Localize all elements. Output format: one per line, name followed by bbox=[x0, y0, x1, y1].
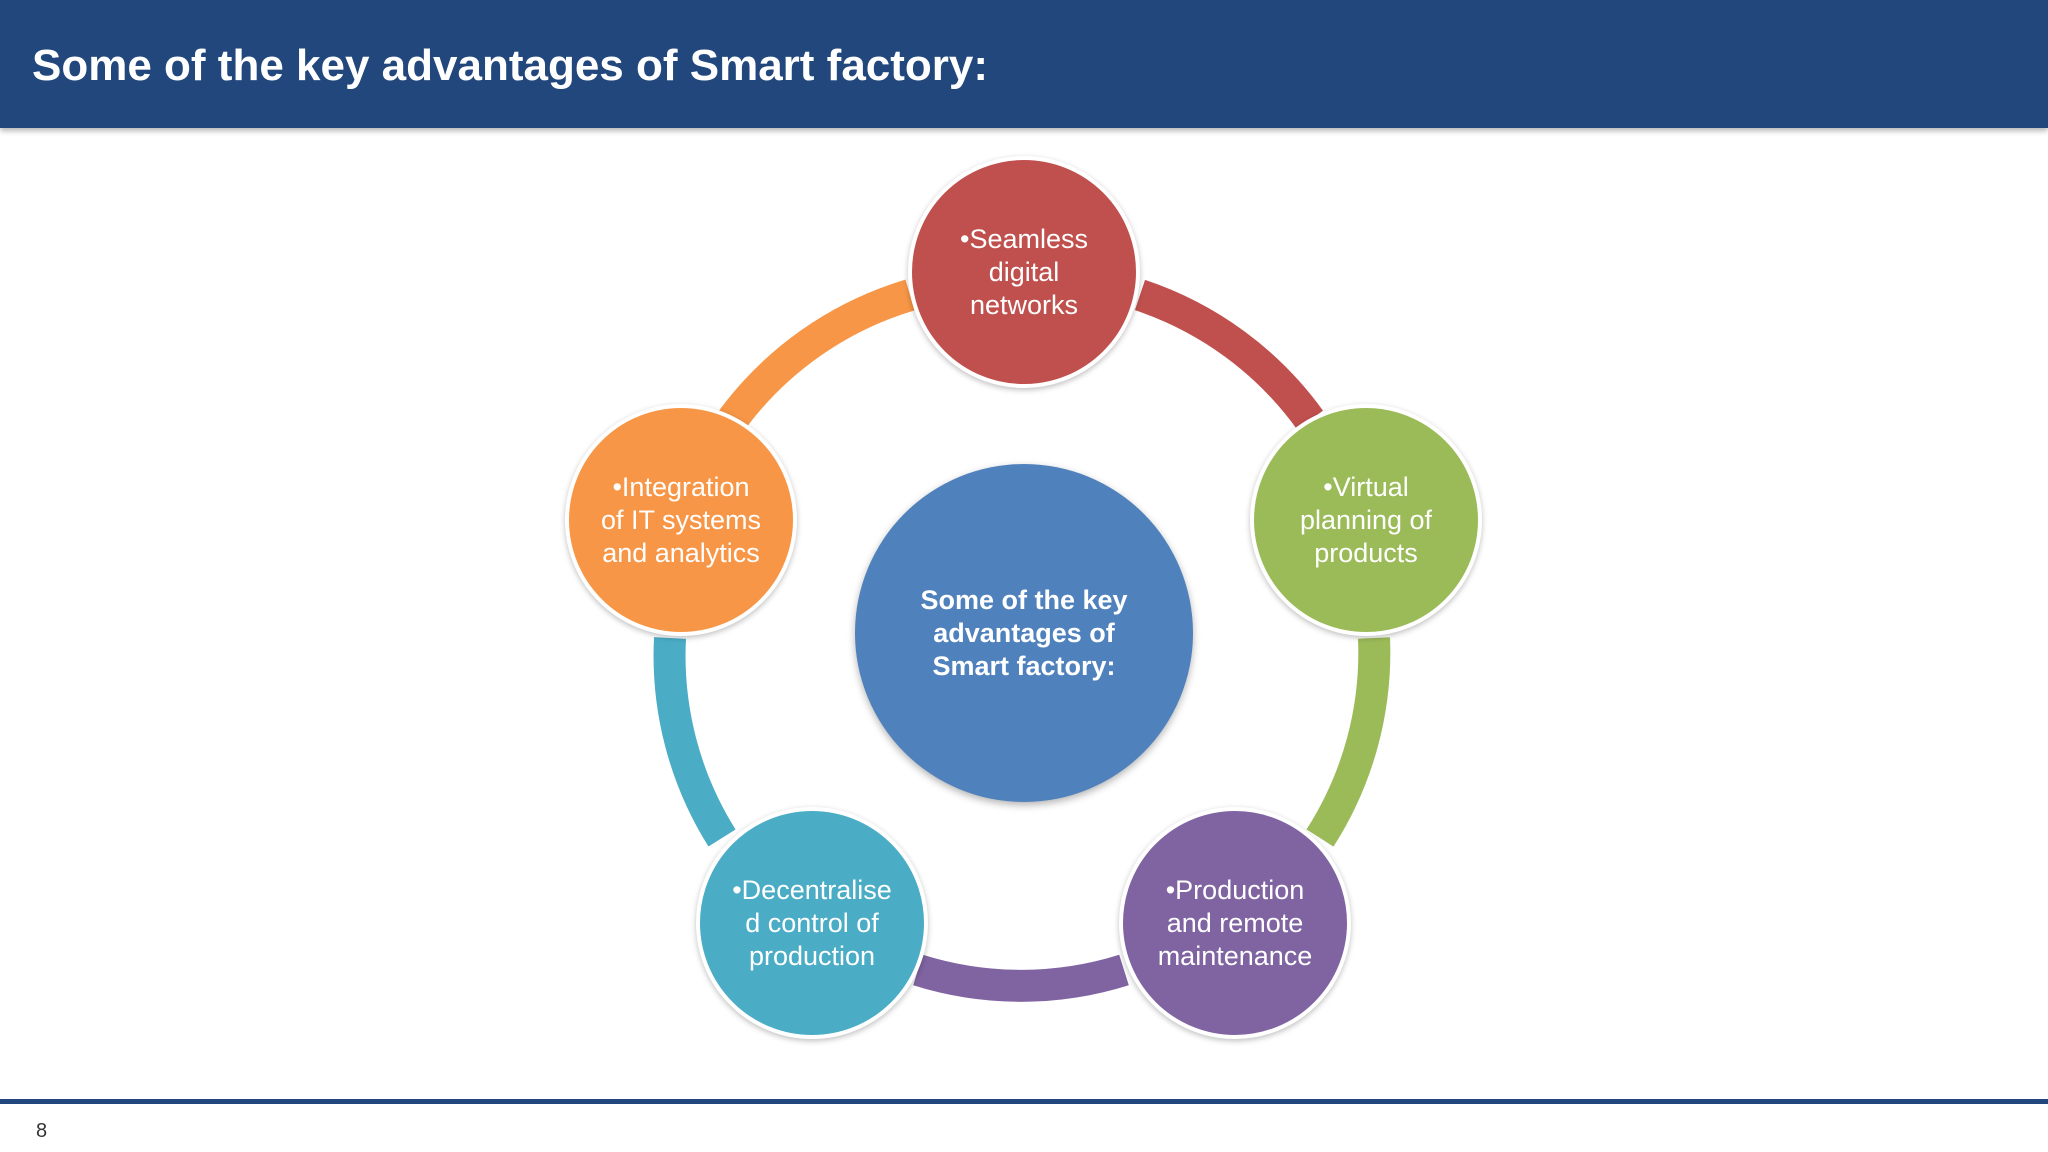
arc-seamless-to-virtual bbox=[1134, 279, 1323, 430]
arc-production-to-decentralised bbox=[913, 954, 1129, 1002]
node-decentralised-control: •Decentralise d control of production bbox=[696, 807, 928, 1039]
footer-divider bbox=[0, 1099, 2048, 1104]
node-production-remote-maintenance: •Production and remote maintenance bbox=[1119, 807, 1351, 1039]
header-bar: Some of the key advantages of Smart fact… bbox=[0, 0, 2048, 128]
center-label: Some of the key advantages of Smart fact… bbox=[920, 584, 1128, 681]
node-label: •Production and remote maintenance bbox=[1157, 874, 1313, 971]
node-label: •Virtual planning of products bbox=[1299, 471, 1433, 568]
node-seamless-digital-networks: •Seamless digital networks bbox=[908, 156, 1140, 388]
node-integration-it-systems: •Integration of IT systems and analytics bbox=[565, 404, 797, 636]
arc-integration-to-seamless bbox=[719, 279, 915, 430]
node-virtual-planning: •Virtual planning of products bbox=[1250, 404, 1482, 636]
node-label: •Decentralise d control of production bbox=[732, 874, 892, 971]
slide-title: Some of the key advantages of Smart fact… bbox=[32, 41, 989, 90]
node-label: •Integration of IT systems and analytics bbox=[600, 471, 762, 568]
arc-virtual-to-production bbox=[1306, 637, 1391, 847]
center-node: Some of the key advantages of Smart fact… bbox=[855, 464, 1193, 802]
page-number: 8 bbox=[36, 1120, 48, 1142]
node-label: •Seamless digital networks bbox=[960, 223, 1088, 320]
arc-decentralised-to-integration bbox=[653, 637, 736, 847]
